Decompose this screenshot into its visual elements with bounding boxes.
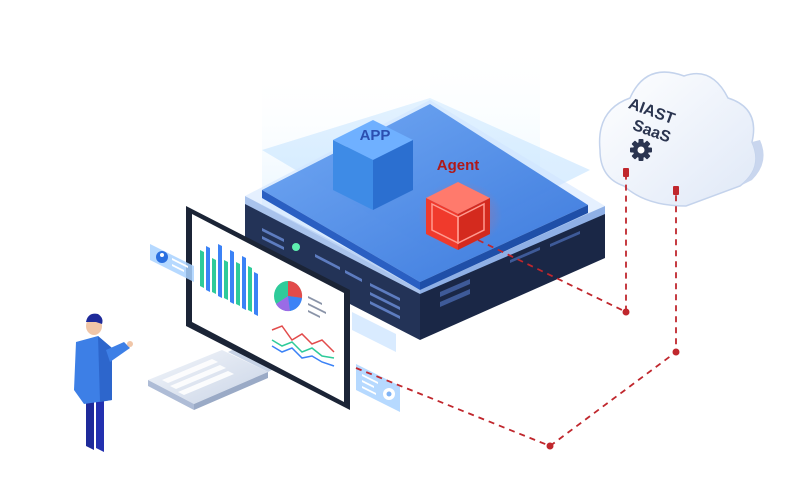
agent-to-cloud-link bbox=[477, 176, 627, 314]
app-label: APP bbox=[360, 127, 391, 144]
server-chassis bbox=[245, 196, 605, 340]
saas-cloud bbox=[598, 71, 764, 207]
status-light bbox=[292, 243, 300, 251]
agent-label: Agent bbox=[437, 157, 480, 174]
side-card bbox=[352, 312, 396, 352]
keyboard bbox=[148, 350, 268, 410]
screen-pie-chart bbox=[274, 280, 303, 312]
connector-nodes bbox=[546, 168, 680, 450]
app-cube bbox=[333, 120, 413, 210]
gear-icon bbox=[630, 139, 652, 161]
user-card bbox=[150, 244, 194, 282]
server-platform bbox=[245, 100, 605, 290]
person-figure bbox=[74, 313, 133, 452]
monitor-to-cloud-link bbox=[355, 194, 677, 448]
connector-lines bbox=[355, 176, 677, 448]
screen-line-chart bbox=[271, 325, 335, 367]
screen-bar-chart bbox=[200, 244, 258, 316]
agent-cube bbox=[418, 181, 502, 250]
monitor bbox=[186, 206, 350, 410]
settings-card bbox=[356, 364, 400, 412]
